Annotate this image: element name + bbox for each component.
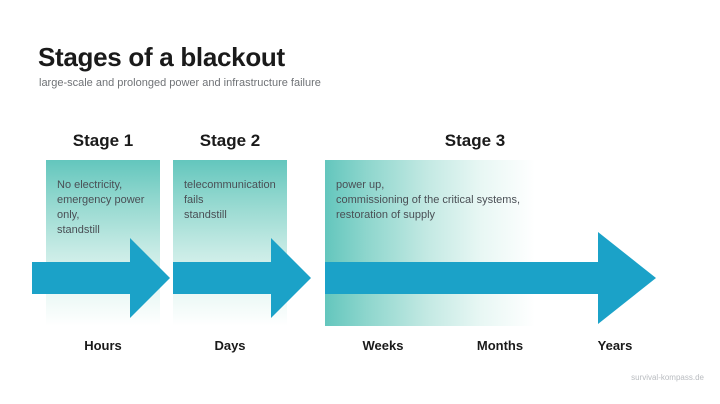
stage-arrow-1-icon [32, 238, 170, 318]
stage-body-2: telecommunication fails standstill [184, 179, 276, 221]
stage-heading-1: Stage 1 [72, 131, 134, 150]
timeline-label-months: Months [476, 338, 524, 353]
timeline-label-years: Years [597, 338, 633, 353]
attribution-watermark: survival-kompass.de [631, 373, 704, 382]
stage-panel-2: telecommunication fails standstill [173, 160, 287, 326]
stage-body-1: No electricity, emergency power only, st… [57, 179, 145, 236]
timeline-label-weeks: Weeks [362, 338, 404, 353]
timeline-label-hours: Hours [84, 338, 122, 353]
page-subtitle: large-scale and prolonged power and infr… [39, 77, 321, 89]
timeline-label-days: Days [214, 338, 246, 353]
page-title: Stages of a blackout [38, 42, 285, 72]
stage-panel-3: power up, commissioning of the critical … [325, 160, 625, 326]
stage-heading-3: Stage 3 [444, 131, 506, 150]
stage-body-3: power up, commissioning of the critical … [336, 179, 520, 221]
stage-arrow-2-icon [173, 238, 311, 318]
stage-heading-2: Stage 2 [199, 131, 261, 150]
stage-panel-1: No electricity, emergency power only, st… [46, 160, 160, 326]
stage-arrow-3-icon [325, 232, 656, 324]
